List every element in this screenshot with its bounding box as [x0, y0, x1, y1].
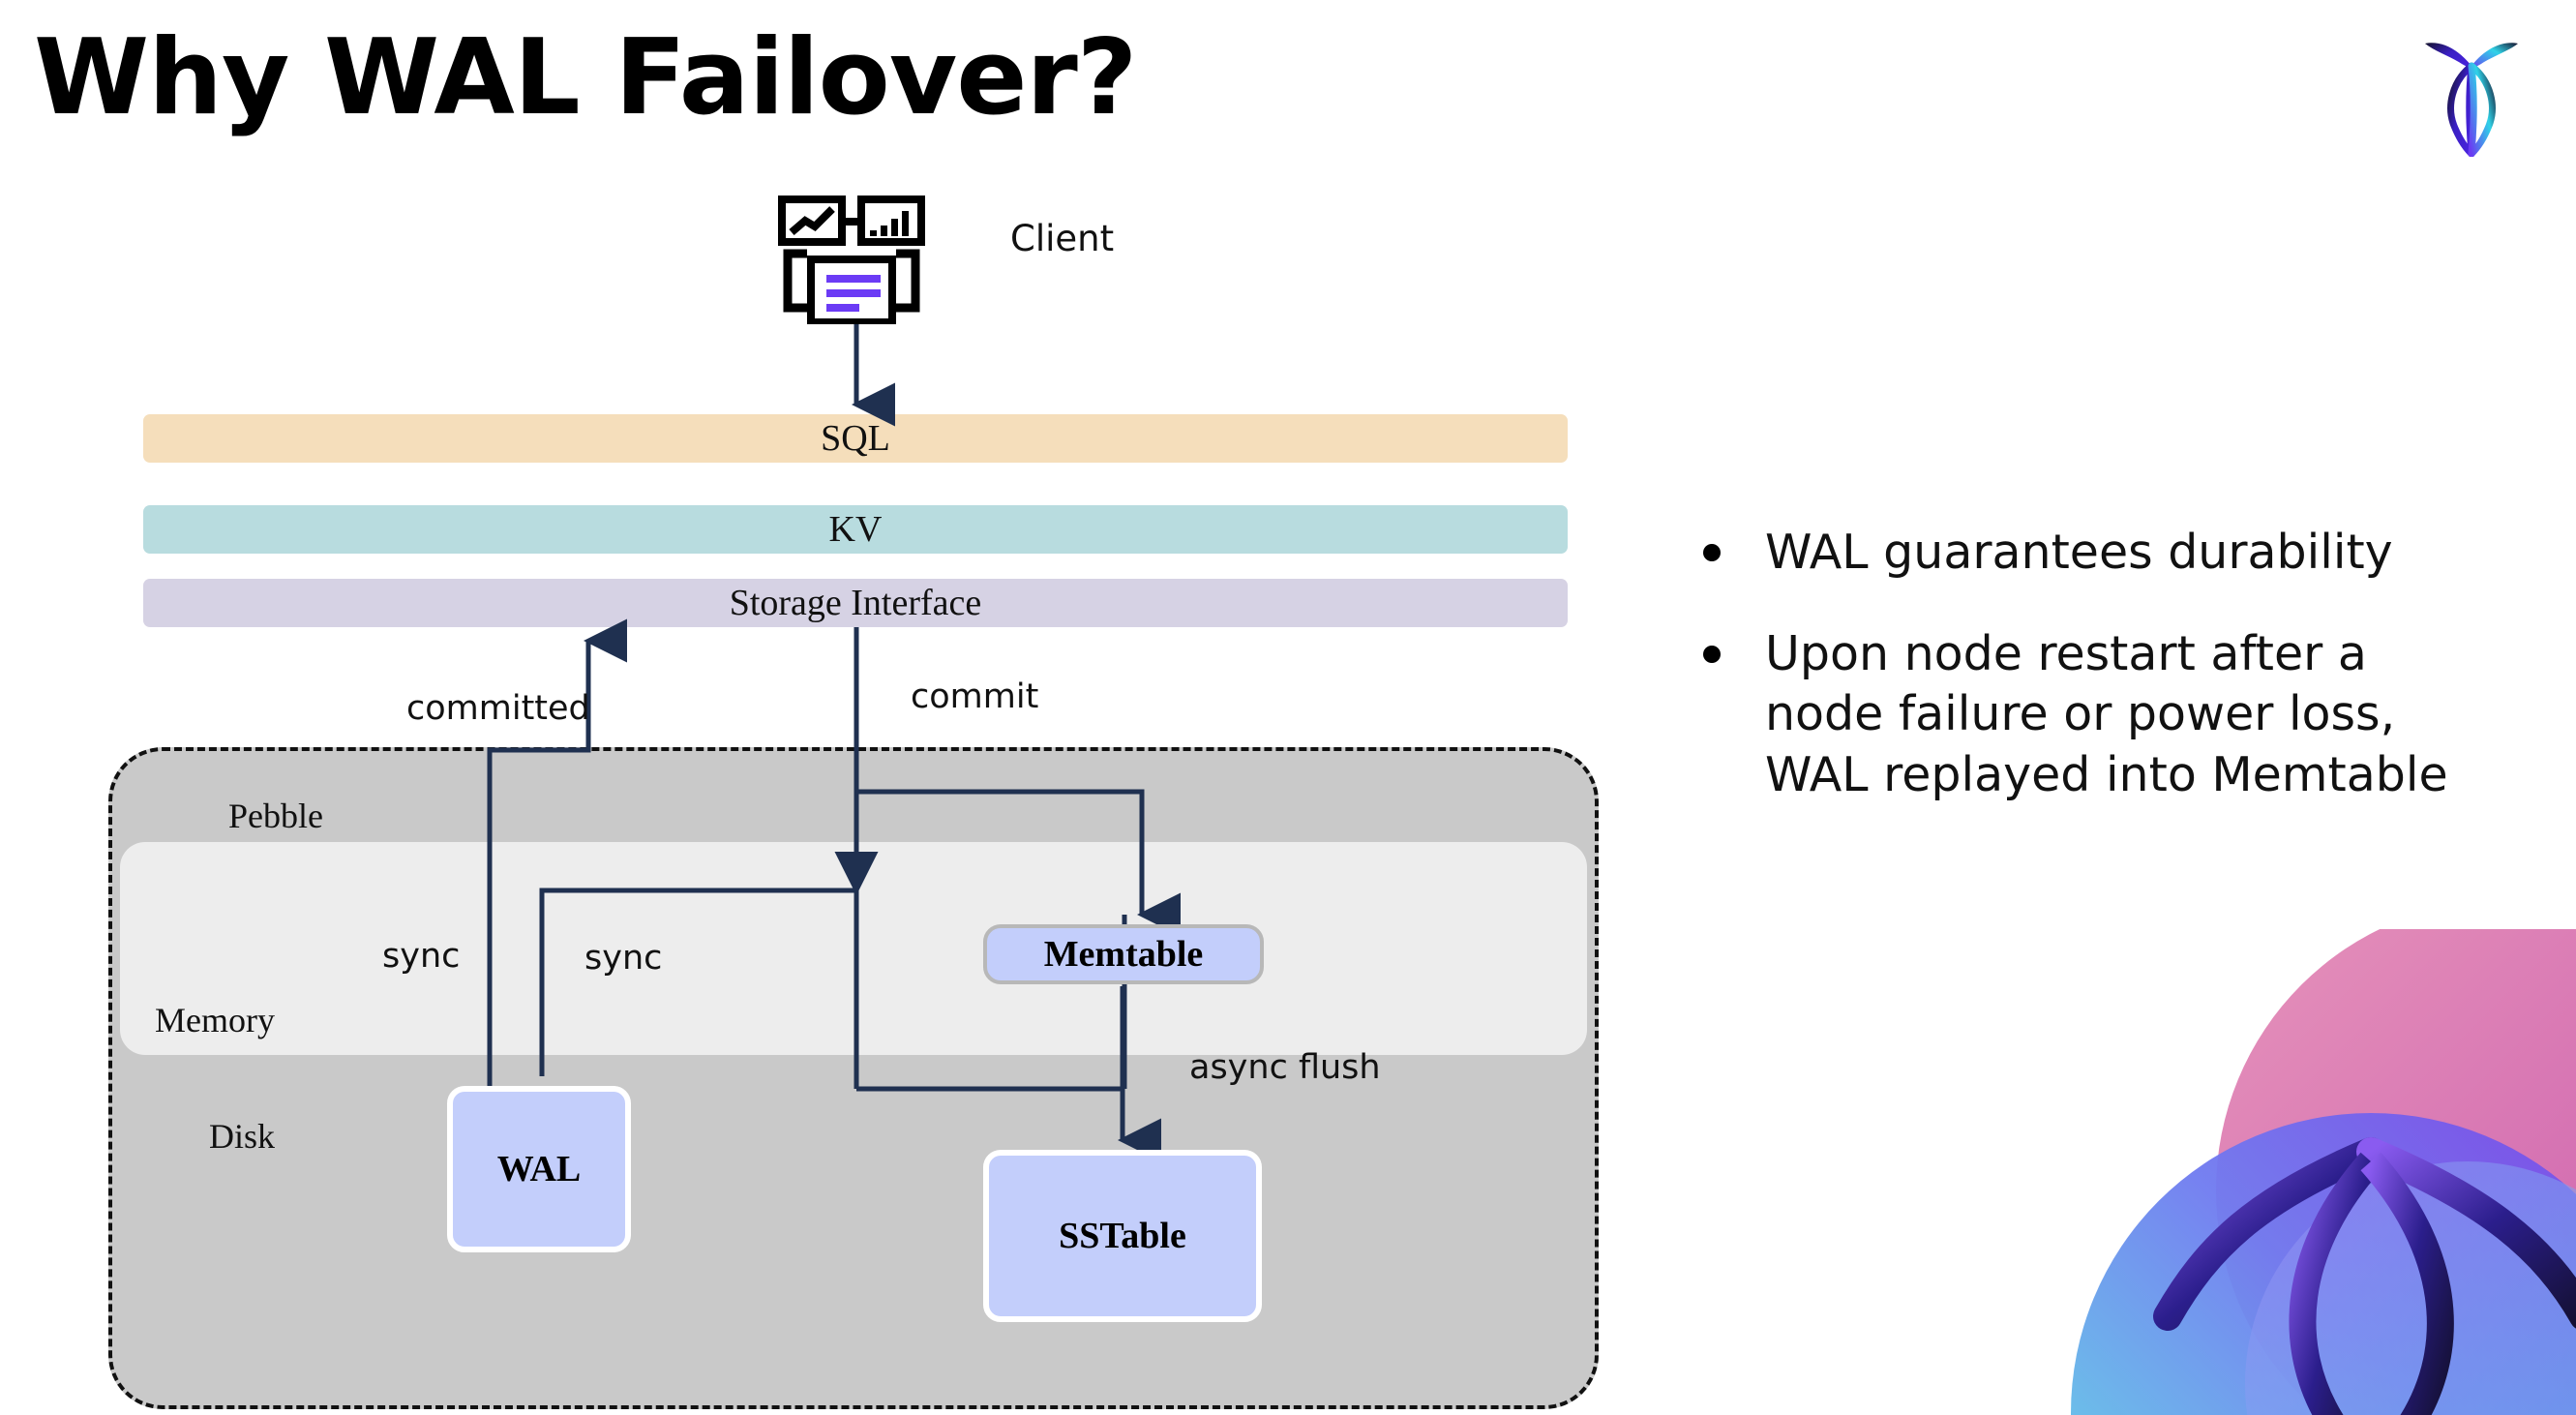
layer-storage-interface-label: Storage Interface	[729, 583, 982, 623]
bullet-list: WAL guarantees durability Upon node rest…	[1703, 523, 2497, 847]
edge-label-sync-left: sync	[382, 937, 461, 976]
decorative-logo-graphic	[1964, 929, 2576, 1415]
edge-label-committed: committed	[406, 689, 590, 728]
bullet-dot-icon	[1703, 645, 1721, 663]
disk-label: Disk	[209, 1117, 276, 1156]
node-wal[interactable]: WAL	[447, 1086, 631, 1252]
client-label: Client	[1010, 218, 1115, 259]
architecture-diagram: Client Pebble Memory Disk SQL KV Storage…	[108, 194, 1599, 1409]
edge-label-commit: commit	[911, 677, 1039, 716]
edge-connectors-detail	[487, 1089, 493, 1152]
client-dashboard-icon	[774, 194, 948, 326]
node-wal-label: WAL	[496, 1149, 582, 1189]
memory-label: Memory	[155, 1001, 275, 1039]
bullet-dot-icon	[1703, 544, 1721, 561]
node-sstable[interactable]: SSTable	[983, 1150, 1262, 1322]
node-memtable-label: Memtable	[1043, 934, 1204, 975]
node-sstable-label: SSTable	[1059, 1216, 1186, 1256]
bullet-text: Upon node restart after a node failure o…	[1765, 625, 2448, 803]
layer-storage-interface[interactable]: Storage Interface	[143, 579, 1568, 627]
layer-kv-label: KV	[828, 509, 883, 550]
pebble-label: Pebble	[228, 797, 323, 835]
list-item: Upon node restart after a node failure o…	[1703, 624, 2497, 806]
bullet-text: WAL guarantees durability	[1765, 525, 2393, 580]
edge-label-sync-right: sync	[584, 939, 663, 978]
layer-kv[interactable]: KV	[143, 505, 1568, 554]
cockroachdb-logo	[2413, 31, 2530, 158]
page-title: Why WAL Failover?	[34, 17, 1137, 138]
edge-label-async-flush: async flush	[1189, 1048, 1381, 1087]
list-item: WAL guarantees durability	[1703, 523, 2497, 584]
node-memtable[interactable]: Memtable	[983, 924, 1264, 984]
